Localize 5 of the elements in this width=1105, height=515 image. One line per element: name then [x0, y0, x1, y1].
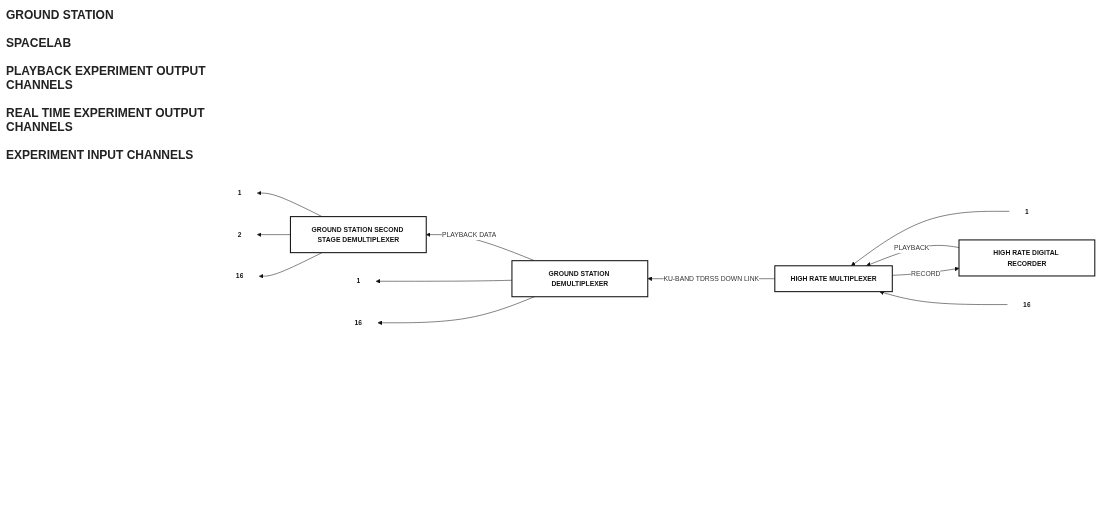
- note-label: GROUND STATION: [6, 7, 115, 24]
- note-label: SPACELAB: [6, 35, 73, 52]
- note-label: PLAYBACK EXPERIMENT OUTPUT CHANNELS: [6, 63, 207, 94]
- note-label: EXPERIMENT INPUT CHANNELS: [6, 147, 195, 164]
- note-label: REAL TIME EXPERIMENT OUTPUT CHANNELS: [6, 105, 206, 136]
